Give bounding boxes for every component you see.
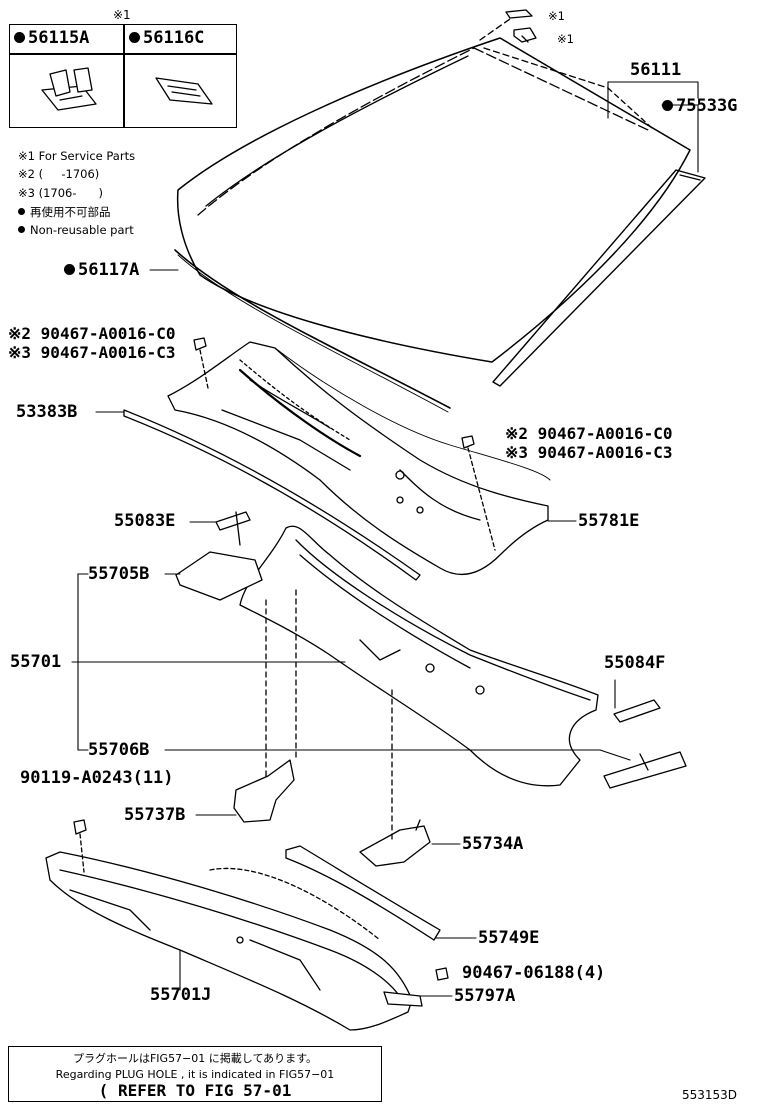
- note-line-jp: プラグホールはFIG57−01 に掲載してあります。: [72, 1052, 318, 1065]
- non-reusable-dot-icon: [18, 226, 25, 233]
- part-number-55749E[interactable]: 55749E: [478, 928, 540, 948]
- leader-lines: [71, 81, 699, 997]
- part-number-90467-A0016-C0-left[interactable]: ※2 90467-A0016-C0: [8, 324, 176, 343]
- part-number-55701[interactable]: 55701: [10, 652, 62, 672]
- non-reusable-dot-icon: [14, 32, 25, 43]
- non-reusable-dot-icon: [64, 264, 75, 275]
- note-service-parts: ※1 For Service Parts: [18, 149, 136, 163]
- part-number-55737B[interactable]: 55737B: [124, 805, 186, 825]
- part-number-90467-06188[interactable]: 90467-06188(4): [462, 963, 606, 983]
- cowl-panel-55701-drawing: [175, 525, 599, 787]
- panel-55701J-drawing: [45, 851, 413, 1031]
- service-clip-drawings: [505, 9, 537, 43]
- part-number-90467-A0016-C3-left[interactable]: ※3 90467-A0016-C3: [8, 343, 176, 362]
- part-55797A-drawing: [383, 991, 423, 1007]
- bracket-55737B-drawing: [233, 589, 297, 823]
- legend-divider-horizontal: [10, 53, 236, 55]
- part-number-55705B[interactable]: 55705B: [88, 564, 150, 584]
- part-number-55797A[interactable]: 55797A: [454, 986, 516, 1006]
- legend-part-drawings: [41, 67, 213, 111]
- windshield-glass-drawing: [174, 11, 706, 413]
- part-number-55781E[interactable]: 55781E: [578, 511, 640, 531]
- part-number-56111[interactable]: 56111: [630, 60, 682, 80]
- bracket-55083E-drawing: [215, 511, 251, 546]
- note-before-1706: ※2 ( -1706): [18, 167, 100, 181]
- cowl-top-drawing: [167, 341, 551, 576]
- bracket-55706B-drawing: [603, 751, 687, 789]
- legend-box: 56115A 56116C: [9, 24, 237, 128]
- part-number-55083E[interactable]: 55083E: [114, 511, 176, 531]
- part-number-53383B[interactable]: 53383B: [16, 402, 78, 422]
- note-after-1706: ※3 (1706- ): [18, 186, 103, 200]
- legend-header-marker: ※1: [113, 8, 131, 22]
- part-number-55084F[interactable]: 55084F: [604, 653, 666, 673]
- non-reusable-dot-icon: [662, 100, 673, 111]
- part-number-55701J[interactable]: 55701J: [150, 985, 212, 1005]
- part-number-56116C[interactable]: 56116C: [129, 28, 204, 48]
- legend-divider-vertical: [123, 25, 125, 127]
- bracket-55734A-drawing: [359, 689, 431, 867]
- part-number-90467-A0016-C3-right[interactable]: ※3 90467-A0016-C3: [505, 443, 673, 462]
- figure-code: 553153D: [682, 1088, 738, 1102]
- service-part-marker: ※1: [548, 9, 565, 23]
- service-part-marker: ※1: [557, 32, 574, 46]
- seal-53383B-drawing: [123, 409, 421, 581]
- part-number-55734A[interactable]: 55734A: [462, 834, 524, 854]
- part-number-56115A[interactable]: 56115A: [14, 28, 89, 48]
- non-reusable-dot-icon: [129, 32, 140, 43]
- bolt-fasteners: [73, 819, 449, 981]
- note-line-en: Regarding PLUG HOLE , it is indicated in…: [55, 1068, 335, 1081]
- part-number-90119-A0243[interactable]: 90119-A0243(11): [20, 768, 174, 788]
- part-number-55706B[interactable]: 55706B: [88, 740, 150, 760]
- note-non-reusable-jp: 再使用不可部品: [18, 205, 111, 219]
- part-number-75533G[interactable]: 75533G: [662, 96, 737, 116]
- clip-fasteners: [193, 337, 496, 551]
- note-non-reusable-en: Non-reusable part: [18, 223, 134, 237]
- part-number-90467-A0016-C0-right[interactable]: ※2 90467-A0016-C0: [505, 424, 673, 443]
- non-reusable-dot-icon: [18, 208, 25, 215]
- refer-to-fig-link[interactable]: ( REFER TO FIG 57-01: [98, 1081, 292, 1100]
- panel-55749E-drawing: [285, 845, 441, 941]
- part-number-56117A[interactable]: 56117A: [64, 260, 139, 280]
- bracket-55084F-drawing: [613, 699, 661, 723]
- plug-hole-reference-note: プラグホールはFIG57−01 に掲載してあります。 Regarding PLU…: [8, 1046, 382, 1102]
